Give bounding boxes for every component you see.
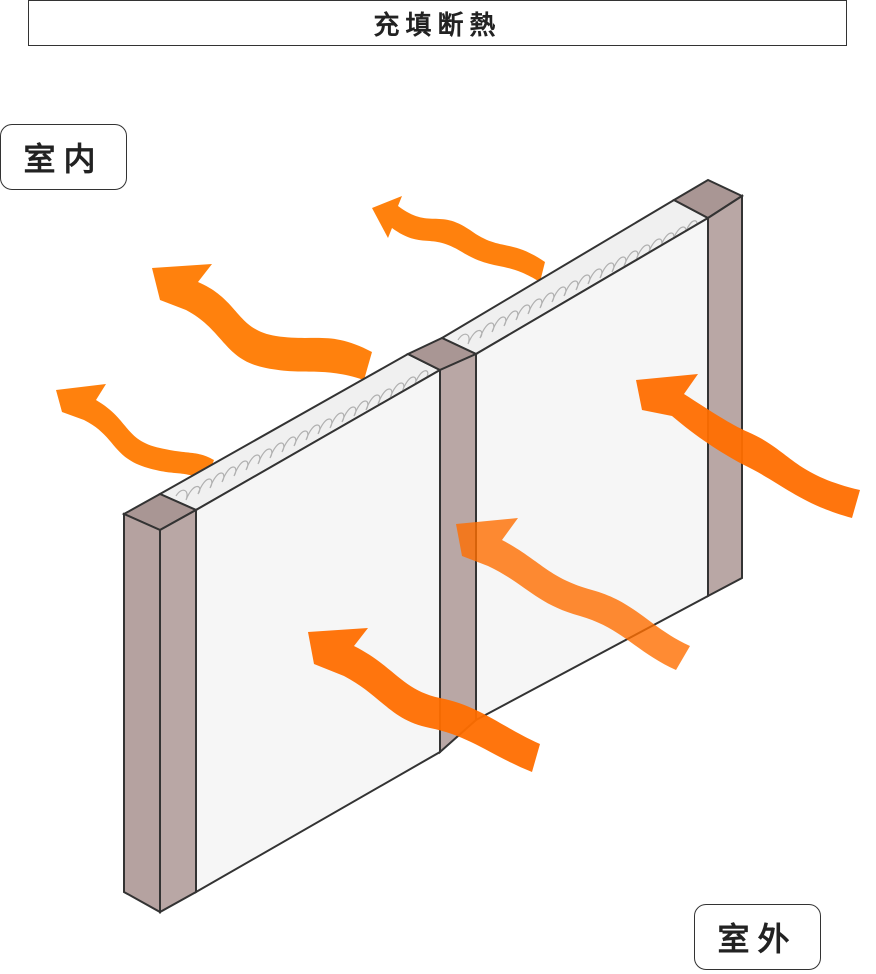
heat-entry-arrows — [308, 374, 860, 772]
heat-arrow-mid-left — [56, 384, 214, 480]
insulation-coil-left — [175, 370, 429, 501]
indoor-label: 室内 — [0, 124, 127, 190]
heat-arrow-bottom — [308, 628, 540, 772]
heat-arrow-top-right — [372, 196, 545, 282]
post-right-front — [707, 194, 743, 598]
post-left-front — [159, 508, 197, 914]
diagram-title: 充填断熱 — [28, 0, 847, 46]
heat-arrow-center — [456, 518, 690, 670]
heat-arrow-top-left — [152, 264, 372, 380]
outdoor-label: 室外 — [694, 904, 821, 970]
heat-loss-arrows — [56, 196, 545, 480]
post-left-side — [123, 512, 161, 914]
wall-panel-left — [195, 368, 441, 894]
insulation-coil-right — [457, 220, 698, 345]
heat-arrow-right — [636, 374, 860, 518]
wall-structure — [121, 178, 745, 914]
